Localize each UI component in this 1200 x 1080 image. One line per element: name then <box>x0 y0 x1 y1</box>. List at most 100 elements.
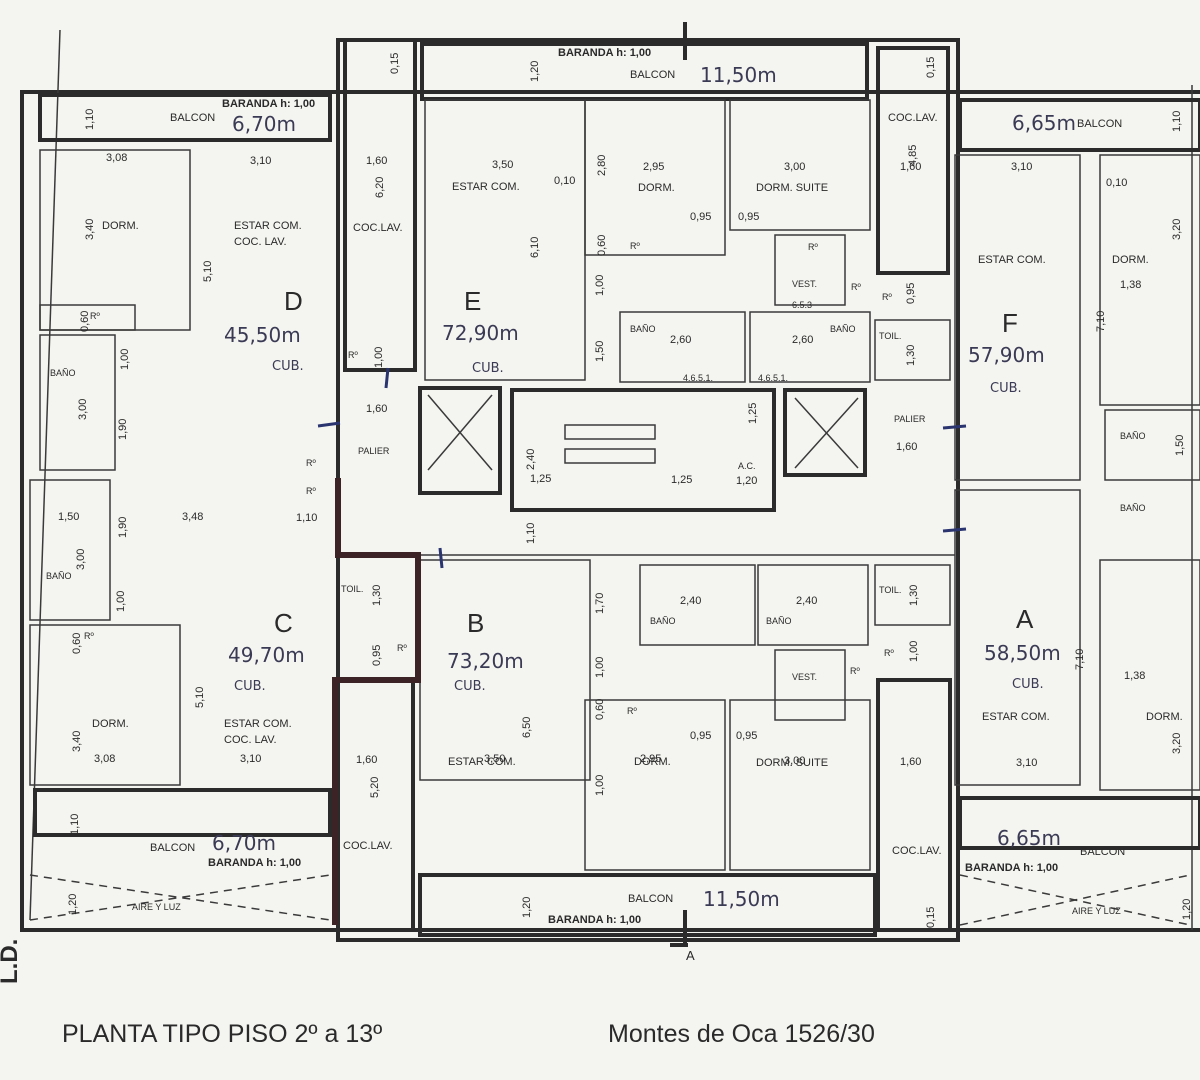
dim-295-e: 2,95 <box>643 161 664 173</box>
dim-348-c: 3,48 <box>182 511 203 523</box>
room-bano-b1: BAÑO <box>650 616 676 626</box>
dim-150-c: 1,50 <box>58 511 79 523</box>
unit-letter-e: E <box>464 286 481 316</box>
r-e2: Rº <box>630 241 640 251</box>
dim-120-e-v: 1,20 <box>529 61 541 82</box>
r-c: Rº <box>84 631 94 641</box>
room-bano-c: BAÑO <box>46 571 72 581</box>
room-palier-e: PALIER <box>358 446 390 456</box>
unit-area-e: 72,90m <box>442 321 519 345</box>
dim-340-d-v: 3,40 <box>84 219 96 240</box>
balcony-area-f: 6,65m <box>1012 111 1076 135</box>
dim-150-f-v: 1,50 <box>1174 435 1186 456</box>
dim-095-e1: 0,95 <box>690 211 711 223</box>
stair-run-1 <box>564 424 656 440</box>
unit-area-c: 49,70m <box>228 643 305 667</box>
dim-340-c-v: 3,40 <box>71 731 83 752</box>
balcony-d <box>38 93 332 142</box>
dim-125-b: 1,25 <box>671 474 692 486</box>
room-ac: A.C. <box>738 461 756 471</box>
unit-area-d: 45,50m <box>224 323 301 347</box>
dim-060-b-v: 0,60 <box>594 699 606 720</box>
balcony-area-c: 6,70m <box>212 831 276 855</box>
plan-title: PLANTA TIPO PISO 2º a 13º <box>62 1020 383 1048</box>
unit-cub-e: CUB. <box>472 361 504 376</box>
dim-150-e-v: 1,50 <box>594 341 606 362</box>
dim-120-b-v: 1,20 <box>521 897 533 918</box>
room-toil-a: TOIL. <box>879 585 901 595</box>
dim-240-b2: 2,40 <box>796 595 817 607</box>
room-suite-e: DORM. SUITE <box>756 182 828 194</box>
room-estar-e: ESTAR COM. <box>452 181 520 193</box>
dim-100-b2-v: 1,00 <box>594 775 606 796</box>
room-bano-b2: BAÑO <box>766 616 792 626</box>
dim-280-e-v: 2,80 <box>596 155 608 176</box>
room-dorm-c: DORM. <box>92 718 129 730</box>
elevator-2 <box>783 388 867 477</box>
dim-485-f-v: 4,85 <box>907 145 919 166</box>
railing-label-b: BARANDA h: 1,00 <box>548 914 641 926</box>
unit-letter-b: B <box>467 608 484 638</box>
dim-060-c-v: 0,60 <box>71 633 83 654</box>
room-bano-e1: BAÑO <box>630 324 656 334</box>
room-dorm-d: DORM. <box>102 220 139 232</box>
r-e: Rº <box>348 350 358 360</box>
plan-address: Montes de Oca 1526/30 <box>608 1020 875 1048</box>
dim-308-c: 3,08 <box>94 753 115 765</box>
bano-e2 <box>749 311 871 383</box>
dim-310-a: 3,10 <box>1016 757 1037 769</box>
r-e4: Rº <box>851 282 861 292</box>
balcony-b <box>418 873 877 937</box>
balcony-c <box>33 788 332 837</box>
r-f: Rº <box>882 292 892 302</box>
dim-300-d-v: 3,00 <box>77 399 89 420</box>
dim-095-f-v: 0,95 <box>905 283 917 304</box>
room-bano-e2: BAÑO <box>830 324 856 334</box>
coc-lav-a <box>876 678 952 932</box>
balcony-a <box>958 796 1200 850</box>
bano-e1 <box>619 311 746 383</box>
toil-f <box>874 319 951 381</box>
vest-b <box>774 649 846 721</box>
bano-c <box>29 479 111 621</box>
dim-100-a-v: 1,00 <box>908 641 920 662</box>
vest-e <box>774 234 846 306</box>
dim-620-e-v: 6,20 <box>374 177 386 198</box>
side-mark: L.D. <box>0 938 23 984</box>
room-bano-d: BAÑO <box>50 368 76 378</box>
dim-4651-b: 4.6.5.1. <box>758 373 788 383</box>
balcony-label-f: BALCON <box>1077 118 1122 130</box>
dim-120-c-v: 1,20 <box>67 894 79 915</box>
dim-260-e1: 2,60 <box>670 334 691 346</box>
unit-letter-f: F <box>1002 308 1018 338</box>
balcony-area-e: 11,50m <box>700 63 777 87</box>
dim-160-palier: 1,60 <box>366 403 387 415</box>
dim-710-a-v: 7,10 <box>1074 649 1086 670</box>
dim-240-b1: 2,40 <box>680 595 701 607</box>
room-suite-b: DORM. SUITE <box>756 757 828 769</box>
balcony-label-c: BALCON <box>150 842 195 854</box>
dim-138-a: 1,38 <box>1124 670 1145 682</box>
unit-area-f: 57,90m <box>968 343 1045 367</box>
dim-125-a: 1,25 <box>530 473 551 485</box>
dim-100-e2-v: 1,00 <box>594 275 606 296</box>
dim-160-f: 1,60 <box>900 161 921 173</box>
front-tower <box>336 38 960 942</box>
room-coclav-e: COC.LAV. <box>353 222 403 234</box>
r-c2: Rº <box>397 643 407 653</box>
balcony-area-d: 6,70m <box>232 112 296 136</box>
dim-015-e-v: 0,15 <box>389 53 401 74</box>
dim-095-b1: 0,95 <box>690 730 711 742</box>
bano-d <box>39 334 116 471</box>
dim-308-d: 3,08 <box>106 152 127 164</box>
dim-100-e-v: 1,00 <box>373 347 385 368</box>
room-estar-c: ESTAR COM. <box>224 718 292 730</box>
r-d <box>39 304 136 331</box>
room-vest-e: VEST. <box>792 279 817 289</box>
dim-240-core-v: 2,40 <box>525 449 537 470</box>
balcony-label-a: BALCON <box>1080 846 1125 858</box>
room-coclav-c-line: COC. LAV. <box>224 734 277 746</box>
balcony-area-a: 6,65m <box>997 826 1061 850</box>
dim-295-b: 2,95 <box>640 753 661 765</box>
dim-310-c: 3,10 <box>240 753 261 765</box>
